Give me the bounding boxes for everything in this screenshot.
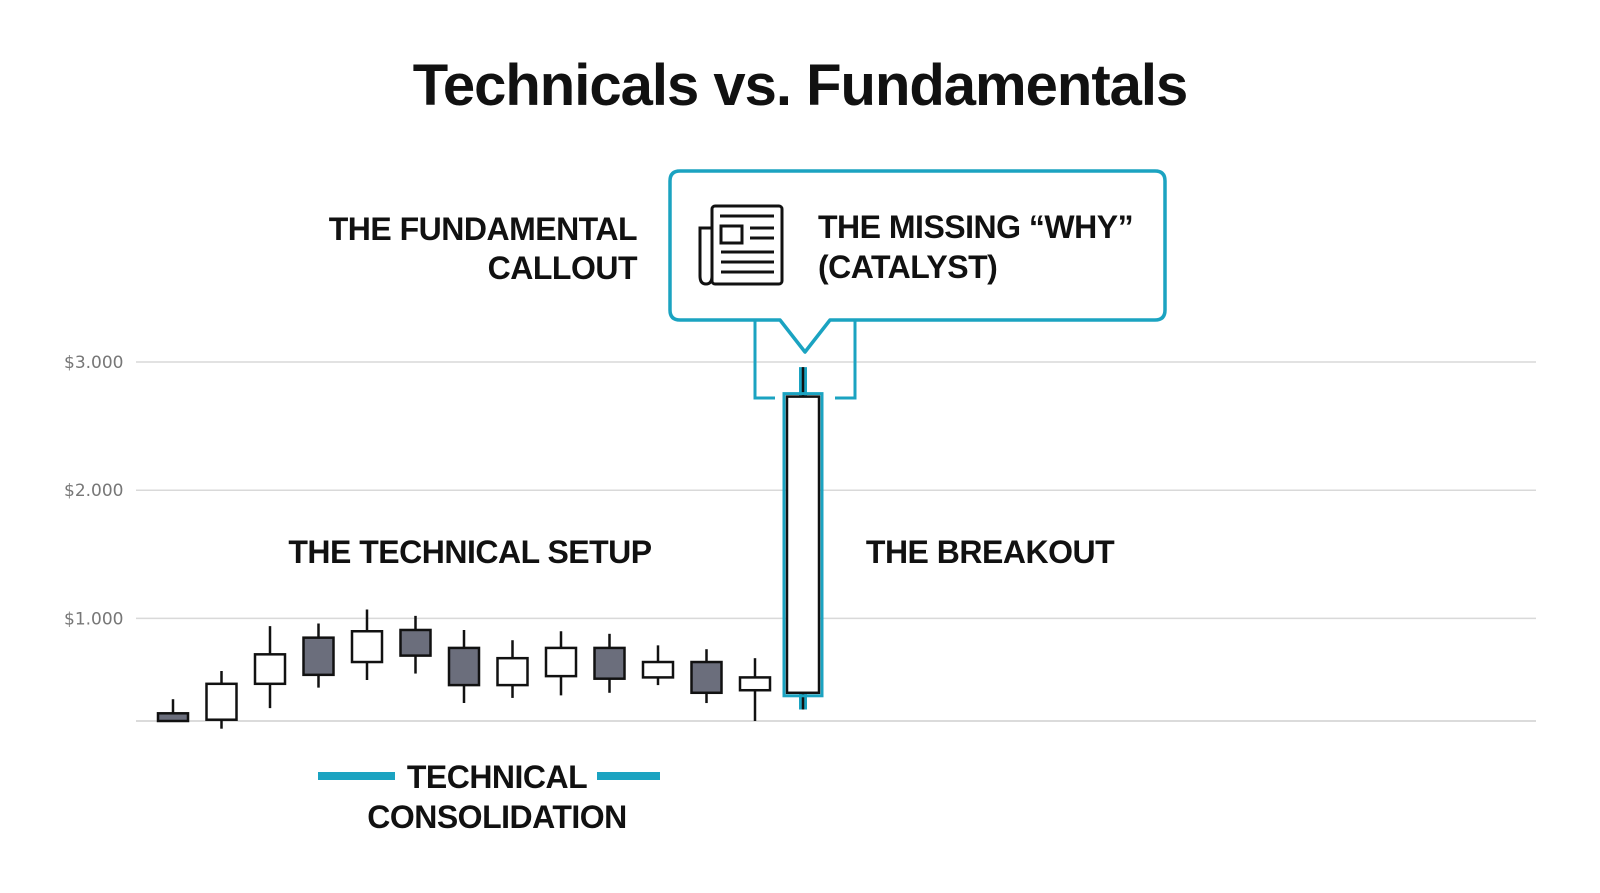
candle-body [690, 660, 723, 695]
candle-body [544, 646, 578, 678]
candle [350, 609, 384, 680]
candle-body [253, 653, 287, 686]
candle [738, 658, 772, 721]
candle-layer [156, 367, 824, 729]
candle [496, 640, 529, 698]
candle-body [447, 646, 481, 687]
breakout-highlight [782, 392, 824, 698]
technical-consolidation-line-2: CONSOLIDATION [367, 799, 627, 835]
missing-why-line-1: THE MISSING “WHY” [818, 209, 1133, 245]
candle-body [350, 630, 384, 664]
newspaper-icon [698, 204, 784, 286]
technical-setup-label: THE TECHNICAL SETUP [288, 534, 651, 570]
fundamental-callout-line-1: THE FUNDAMENTAL [329, 211, 637, 247]
candle [302, 623, 335, 688]
fundamental-callout-line-2: CALLOUT [488, 250, 638, 286]
candle [544, 631, 578, 696]
candle [253, 626, 287, 709]
candle [399, 615, 432, 674]
breakout-candle [782, 367, 824, 710]
candle-body [641, 660, 675, 679]
y-tick-label: $1.000 [64, 609, 123, 629]
breakout-bracket [753, 318, 857, 400]
chart-title: Technicals vs. Fundamentals [413, 53, 1188, 118]
y-tick-label: $3.000 [64, 353, 123, 373]
candle [690, 649, 723, 704]
candle-body [785, 395, 821, 695]
candle [205, 670, 238, 729]
candle [593, 633, 626, 693]
candle-body [496, 656, 529, 687]
technical-consolidation-line-1: TECHNICAL [407, 759, 587, 795]
candle-body [302, 636, 335, 677]
candle-body [205, 682, 238, 721]
candle-body [738, 676, 772, 692]
catalyst-callout-box [668, 169, 1167, 354]
grid-layer: $1.000 $2.000 $3.000 [64, 353, 1536, 629]
candle [156, 699, 190, 723]
y-tick-label: $2.000 [64, 481, 123, 501]
candle-body [156, 712, 190, 723]
breakout-label: THE BREAKOUT [866, 534, 1115, 570]
candle [641, 645, 675, 686]
candle-body [399, 628, 432, 657]
candle-body [593, 646, 626, 680]
candle [447, 629, 481, 704]
missing-why-line-2: (CATALYST) [818, 249, 997, 285]
